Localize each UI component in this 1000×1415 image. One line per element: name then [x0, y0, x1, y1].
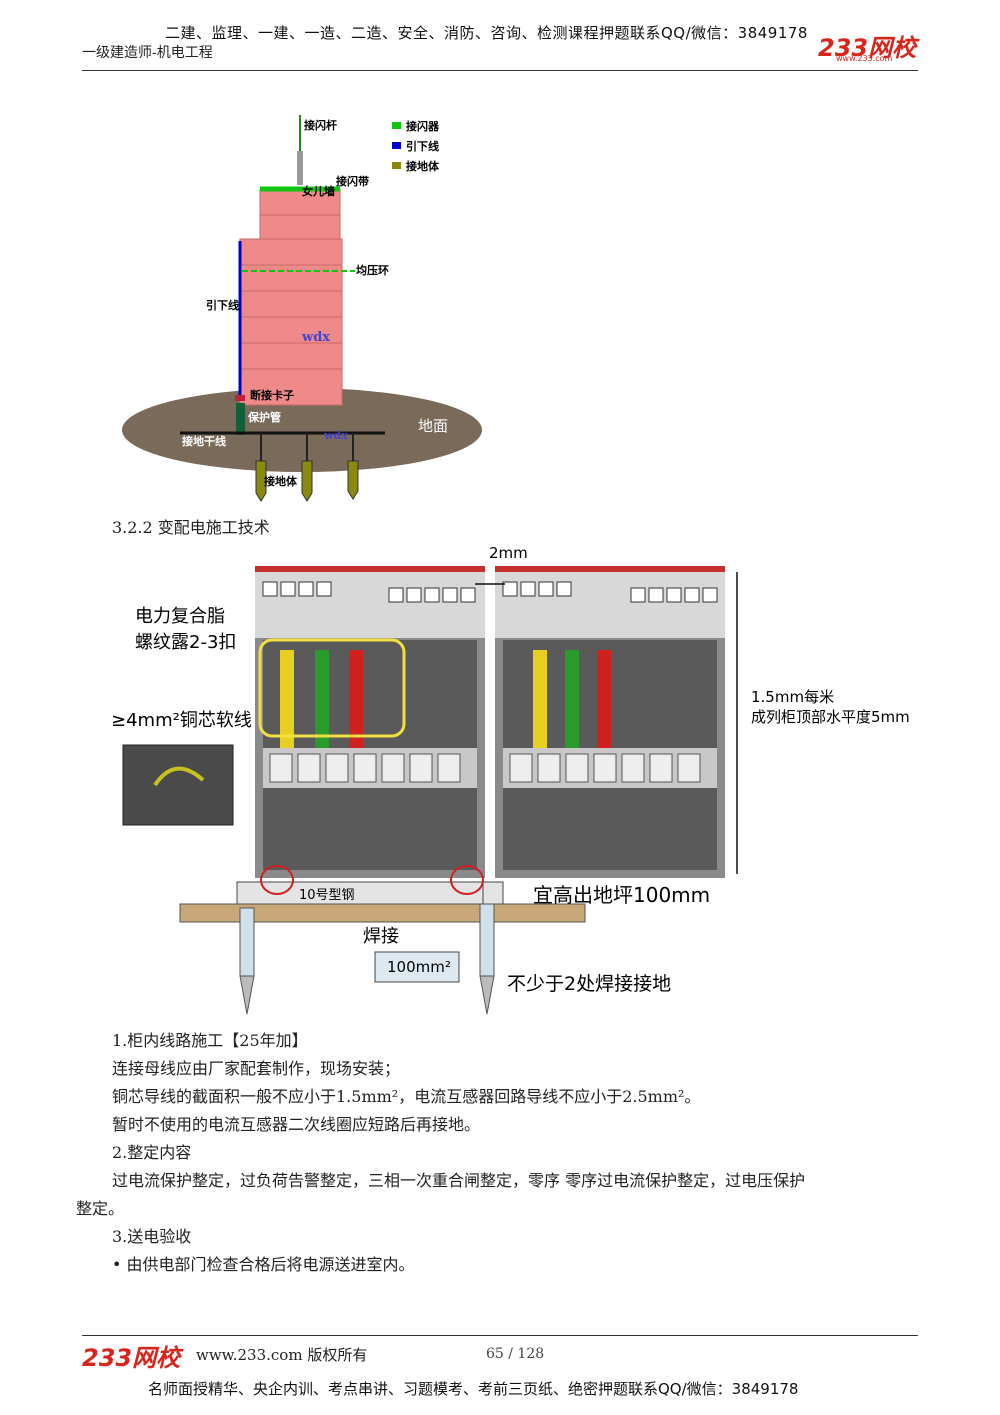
footer-promo-line: 名师面授精华、央企内训、考点串讲、习题模考、考前三页纸、绝密押题联系QQ/微信：… [148, 1380, 799, 1398]
clamp [235, 395, 245, 401]
brick-lines [240, 214, 342, 370]
label-ring: 均压环 [356, 263, 389, 277]
label-down: 引下线 [206, 298, 239, 312]
label-trunk: 接地干线 [182, 434, 226, 448]
switchgear-diagram: 2mm 电力复合脂 螺纹露2-3扣 ≥4mm²铜芯软线 1.5mm每米 成列柜顶… [111, 544, 910, 1015]
header-promo-line: 二建、监理、一建、一造、二造、安全、消防、咨询、检测课程押题联系QQ/微信：38… [165, 24, 808, 42]
para-5-heading: 2.整定内容 [112, 1143, 192, 1162]
label-weld: 焊接 [363, 926, 399, 947]
rod-base [297, 151, 303, 185]
highlight-box [258, 638, 406, 738]
label-grease: 电力复合脂 [135, 606, 225, 627]
area-box [374, 951, 460, 983]
label-points: 不少于2处焊接接地 [507, 973, 671, 995]
label-strip: 接闪带 [336, 174, 369, 188]
label-wdx: wdx [301, 330, 330, 345]
label-clamp: 断接卡子 [250, 388, 294, 402]
label-wire: ≥4mm²铜芯软线 [111, 710, 252, 731]
ground-ellipse [122, 388, 482, 472]
para-7-heading: 3.送电验收 [112, 1227, 192, 1246]
para-3: 铜芯导线的截面积一般不应小于1.5mm²，电流互感器回路导线不应小于2.5mm²… [112, 1087, 701, 1106]
header-logo-url: www.233.com [836, 54, 893, 63]
label-height: 宜高出地坪100mm [533, 883, 710, 907]
footer-logo: 233网校 [82, 1344, 181, 1372]
legend-down: 引下线 [406, 139, 439, 153]
para-1-heading: 1.柜内线路施工【25年加】 [112, 1031, 308, 1050]
para-4: 暂时不使用的电流互感器二次线圈应短路后再接地。 [112, 1115, 481, 1134]
label-level-2: 成列柜顶部水平度5mm [751, 708, 910, 726]
label-ground: 地面 [418, 417, 448, 435]
label-steel: 10号型钢 [299, 888, 355, 903]
para-6-cont: 整定。 [76, 1199, 125, 1218]
para-8-bullet: • 由供电部门检查合格后将电源送进室内。 [112, 1255, 415, 1274]
label-pipe: 保护管 [247, 410, 281, 424]
para-2: 连接母线应由厂家配套制作，现场安装； [112, 1059, 401, 1078]
legend-swatch-air [392, 122, 401, 129]
label-parapet: 女儿墙 [302, 184, 335, 198]
legend-swatch-earth [392, 162, 401, 169]
label-gap: 2mm [489, 544, 528, 562]
header-logo: 233网校 [818, 34, 917, 62]
para-6: 过电流保护整定，过负荷告警整定，三相一次重合闸整定，零序 零序过电流保护整定，过… [112, 1171, 806, 1190]
section-title: 3.2.2 变配电施工技术 [112, 518, 270, 537]
header-rule [82, 70, 918, 71]
header-subtitle: 一级建造师-机电工程 [82, 45, 213, 61]
label-level-1: 1.5mm每米 [751, 688, 834, 706]
legend-swatch-down [392, 142, 401, 149]
protect-pipe [236, 403, 245, 435]
label-rod: 接闪杆 [304, 118, 337, 132]
meters-left [262, 581, 476, 603]
legend-earth: 接地体 [406, 159, 440, 173]
earth-rod-left [239, 907, 255, 977]
label-wdx-2: wdx [323, 429, 348, 442]
building-body [239, 238, 343, 406]
page-number: 65 / 128 [486, 1346, 545, 1362]
legend-air: 接闪器 [406, 119, 440, 133]
earth-rod-right [479, 903, 495, 977]
lightning-protection-diagram: 接闪杆 女儿墙 接闪带 均压环 引下线 wdx 断接卡子 保护管 地面 接地干线… [122, 115, 482, 502]
footer-rule [82, 1335, 918, 1336]
inset-photo [122, 744, 234, 826]
label-thread: 螺纹露2-3扣 [135, 632, 236, 653]
label-area: 100mm² [387, 958, 451, 976]
label-electrode: 接地体 [264, 474, 298, 488]
earth-electrodes [255, 460, 359, 502]
footer-copyright: www.233.com 版权所有 [196, 1346, 368, 1364]
